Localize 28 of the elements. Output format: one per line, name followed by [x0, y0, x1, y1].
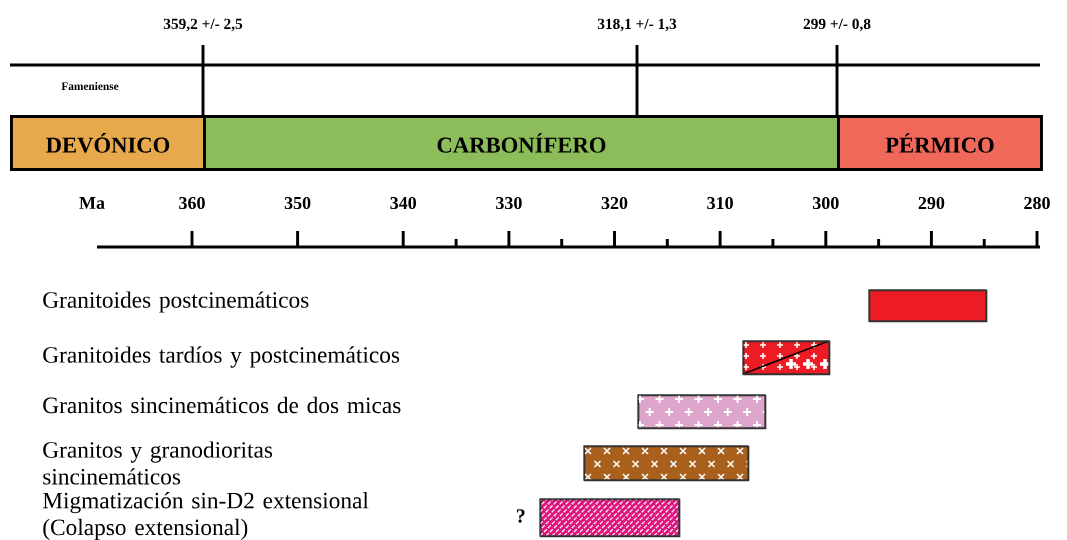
age-label: 299 +/- 0,8 [803, 18, 871, 32]
stage-label: Fameniense [61, 82, 119, 90]
bar [539, 498, 681, 538]
axis-label: 310 [707, 196, 733, 210]
bar [868, 289, 988, 323]
bar [583, 445, 750, 482]
row-label: Granitos y granodioritas sincinemáticos [43, 441, 273, 485]
period-band: DEVÓNICO [10, 115, 206, 171]
question-mark: ? [516, 509, 525, 523]
row-label: Granitoides tardíos y postcinemáticos [43, 346, 400, 368]
age-label: 318,1 +/- 1,3 [597, 18, 677, 32]
row-label: Migmatización sin-D2 extensional (Colapso extensional) [42, 492, 369, 540]
axis-label: 280 [1024, 196, 1050, 210]
period-band: CARBONÍFERO [203, 115, 840, 171]
age-label: 359,2 +/- 2,5 [163, 18, 243, 32]
axis-label: 350 [284, 196, 311, 210]
axis-label: 360 [179, 196, 205, 210]
axis-label: 300 [813, 196, 839, 210]
axis-label: 320 [601, 196, 628, 210]
row-label: Granitos sincinemáticos de dos micas [43, 396, 401, 414]
axis-label: 340 [390, 196, 417, 210]
bar [637, 394, 767, 430]
row-label: Granitoides postcinemáticos [43, 291, 309, 313]
bar [742, 340, 831, 376]
axis-label: 290 [918, 196, 945, 210]
axis-label: 330 [496, 196, 522, 210]
axis-label: Ma [79, 197, 105, 209]
period-band: PÉRMICO [837, 115, 1043, 171]
